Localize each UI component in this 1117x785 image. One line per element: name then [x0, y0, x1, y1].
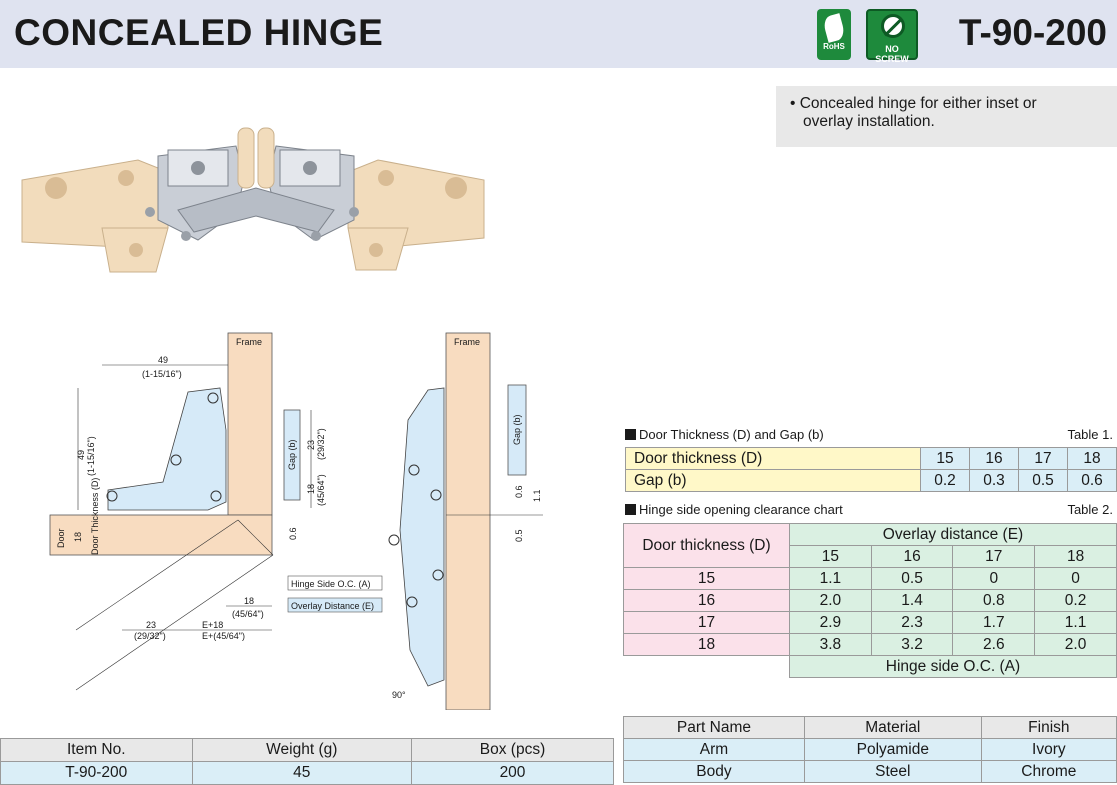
no-screw-icon — [881, 14, 905, 38]
table-row: 16 2.0 1.4 0.8 0.2 — [623, 589, 1117, 612]
page-header: CONCEALED HINGE RoHS NO SCREW T-90-200 — [0, 0, 1117, 68]
table-row: Item No. Weight (g) Box (pcs) — [0, 738, 614, 762]
hinge-side-oc-footer: Hinge side O.C. (A) — [789, 655, 1117, 678]
svg-text:0.5: 0.5 — [514, 529, 524, 542]
materials-table: Part Name Material Finish Arm Polyamide … — [623, 716, 1117, 783]
svg-text:49: 49 — [158, 355, 168, 365]
table-row: Gap (b) 0.2 0.3 0.5 0.6 — [625, 469, 1117, 492]
svg-text:18: 18 — [306, 484, 316, 494]
svg-text:(45/64"): (45/64") — [316, 474, 326, 506]
rohs-badge: RoHS — [817, 9, 851, 60]
svg-text:23: 23 — [306, 440, 316, 450]
table2-caption: Hinge side opening clearance chart — [625, 502, 843, 517]
table-row: Hinge side O.C. (A) — [623, 655, 1117, 678]
rohs-leaf-icon — [821, 13, 847, 43]
dim-18-door: 18 — [73, 532, 83, 542]
door-thickness-label: Door Thickness (D) — [90, 478, 100, 555]
svg-text:18: 18 — [244, 596, 254, 606]
table-row: 18 3.8 3.2 2.6 2.0 — [623, 633, 1117, 656]
table-row: T-90-200 45 200 — [0, 761, 614, 785]
svg-text:E+(45/64"): E+(45/64") — [202, 631, 245, 641]
technical-drawing: Frame Door Door Thickness (D) 18 Gap (b)… — [49, 332, 543, 710]
no-screw-badge: NO SCREW — [866, 9, 918, 64]
hinge-side-oc-label: Hinge Side O.C. (A) — [291, 579, 371, 589]
gap-label-right: Gap (b) — [512, 414, 522, 445]
svg-text:(1-15/16"): (1-15/16") — [142, 369, 182, 379]
table1-number: Table 1. — [1067, 427, 1113, 442]
table-row: 15 16 17 18 — [624, 545, 1117, 568]
table-row: Arm Polyamide Ivory — [623, 738, 1117, 761]
product-photo — [21, 127, 485, 273]
svg-text:(29/32"): (29/32") — [134, 631, 166, 641]
svg-text:90°: 90° — [392, 690, 406, 700]
table-row: 17 2.9 2.3 1.7 1.1 — [623, 611, 1117, 634]
svg-text:E+18: E+18 — [202, 620, 223, 630]
page-title: CONCEALED HINGE — [14, 12, 384, 53]
svg-text:(45/64"): (45/64") — [232, 609, 264, 619]
feature-line-2: overlay installation. — [803, 113, 935, 130]
svg-text:1.1: 1.1 — [532, 489, 542, 502]
feature-line-1: • Concealed hinge for either inset or — [790, 95, 1037, 112]
svg-text:0.6: 0.6 — [514, 485, 524, 498]
gap-label-left: Gap (b) — [287, 439, 297, 470]
svg-text:49: 49 — [76, 450, 86, 460]
door-label: Door — [56, 528, 66, 548]
table-row: 15 1.1 0.5 0 0 — [623, 567, 1117, 590]
svg-text:(1-15/16"): (1-15/16") — [86, 436, 96, 476]
door-thickness-gap-table: Door thickness (D) 15 16 17 18 Gap (b) 0… — [625, 447, 1117, 492]
frame-label-left: Frame — [236, 337, 262, 347]
table-row: Door thickness (D) Overlay distance (E) — [623, 523, 1117, 568]
svg-text:23: 23 — [146, 620, 156, 630]
overlay-distance-label: Overlay Distance (E) — [291, 601, 374, 611]
model-number: T-90-200 — [958, 12, 1107, 53]
feature-box: • Concealed hinge for either inset or ov… — [776, 86, 1117, 147]
clearance-chart-table: Door thickness (D) Overlay distance (E) … — [623, 523, 1117, 678]
table1-caption: Door Thickness (D) and Gap (b) — [625, 427, 824, 442]
table-row: Body Steel Chrome — [623, 760, 1117, 783]
svg-text:(29/32"): (29/32") — [316, 428, 326, 460]
no-screw-label: NO SCREW — [875, 44, 909, 64]
table2-number: Table 2. — [1067, 502, 1113, 517]
table-row: Door thickness (D) 15 16 17 18 — [625, 447, 1117, 470]
table-row: Part Name Material Finish — [623, 716, 1117, 739]
svg-text:0.6: 0.6 — [288, 527, 298, 540]
item-info-table: Item No. Weight (g) Box (pcs) T-90-200 4… — [0, 738, 614, 785]
frame-label-right: Frame — [454, 337, 480, 347]
